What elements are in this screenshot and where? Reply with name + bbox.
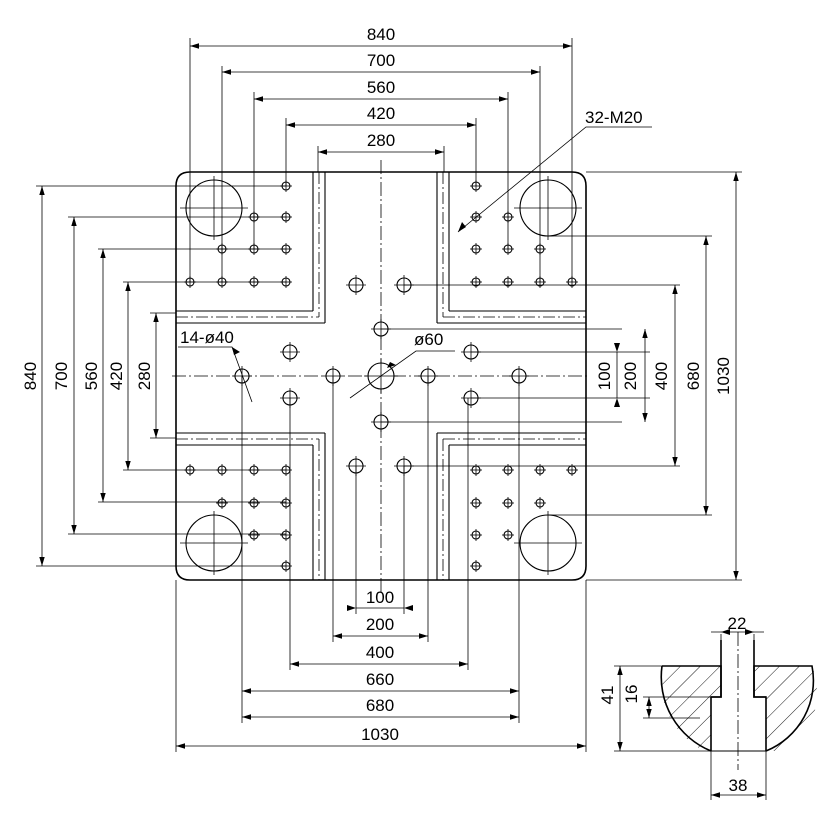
dim-left-700: 700: [52, 362, 71, 390]
t-slot-cross: [176, 172, 586, 580]
m20-hole: [470, 529, 482, 541]
m20-hole: [534, 497, 546, 509]
section-dim-41: 41: [598, 686, 617, 705]
callout-d60: ø60: [414, 330, 443, 349]
t-slot-section: 22 41 16 38: [598, 614, 817, 800]
dim-right-200: 200: [621, 362, 640, 390]
dim-right-680: 680: [684, 362, 703, 390]
dim-left-280: 280: [135, 362, 154, 390]
m20-hole: [470, 560, 482, 572]
dim-top-420: 420: [367, 104, 395, 123]
dim-right-100: 100: [595, 362, 614, 390]
dim-left-560: 560: [82, 362, 101, 390]
dim-bottom-400: 400: [366, 643, 394, 662]
dim-left-420: 420: [107, 362, 126, 390]
m20-hole: [216, 497, 228, 509]
dim-right-400: 400: [652, 362, 671, 390]
m20-hole: [470, 243, 482, 255]
m20-hole: [248, 497, 260, 509]
d40-hole: [280, 342, 300, 362]
platen-outline: [175, 171, 587, 581]
dim-bottom-680: 680: [366, 696, 394, 715]
dim-top-280: 280: [367, 131, 395, 150]
dim-bottom-100: 100: [366, 588, 394, 607]
section-dim-16: 16: [622, 685, 641, 704]
dim-bottom-1030: 1030: [361, 725, 399, 744]
dim-left-840: 840: [21, 362, 40, 390]
m20-hole: [502, 529, 514, 541]
m20-hole: [248, 529, 260, 541]
dim-top-700: 700: [367, 51, 395, 70]
callout-m20: 32-M20: [585, 108, 643, 127]
tie-bar-holes: [180, 176, 582, 575]
bottom-dimensions: 100 200 400 660 680 1030: [175, 376, 587, 752]
m20-hole: [502, 276, 514, 288]
m20-hole: [470, 497, 482, 509]
dim-bottom-660: 660: [366, 670, 394, 689]
dim-top-560: 560: [367, 78, 395, 97]
section-dim-22: 22: [728, 614, 747, 633]
d40-hole: [346, 275, 366, 295]
section-dim-38: 38: [729, 776, 748, 795]
callouts: 32-M20 14-ø40 ø60: [178, 108, 652, 403]
callout-d40: 14-ø40: [180, 328, 234, 347]
right-dimensions: 100 200 400 680 1030: [381, 171, 742, 581]
top-dimensions: 840 700 560 420 280: [189, 25, 573, 282]
dim-top-840: 840: [367, 25, 395, 44]
m20-hole: [502, 497, 514, 509]
dim-bottom-200: 200: [366, 615, 394, 634]
dim-right-1030: 1030: [714, 357, 733, 395]
left-dimensions: 840 700 560 420 280: [21, 185, 286, 567]
m20-hole: [470, 276, 482, 288]
